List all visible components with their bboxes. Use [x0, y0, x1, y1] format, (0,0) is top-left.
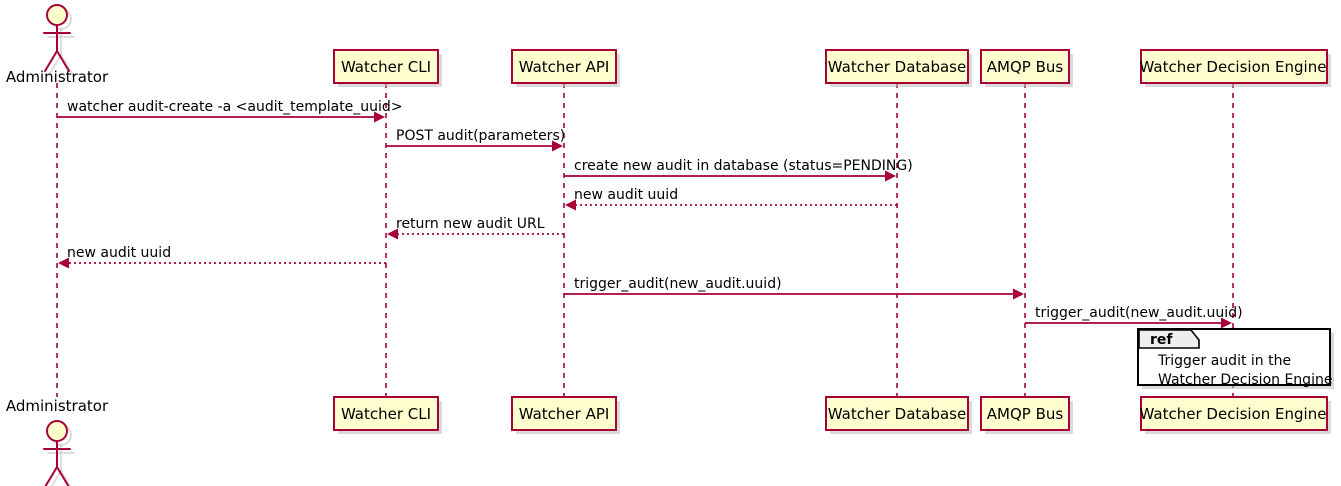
message-msg-7[interactable]: trigger_audit(new_audit.uuid) [564, 276, 1024, 300]
message-label: trigger_audit(new_audit.uuid) [1035, 305, 1243, 321]
participant-watcher-decision-engine-bottom[interactable]: Watcher Decision Engine [1140, 396, 1331, 434]
participant-watcher-database-bottom[interactable]: Watcher Database [825, 396, 972, 434]
actor-label: Administrator [6, 68, 109, 86]
participant-label: Watcher API [519, 405, 610, 423]
participant-box[interactable] [511, 396, 617, 431]
message-arrowhead [374, 111, 385, 123]
message-msg-3[interactable]: create new audit in database (status=PEN… [564, 158, 913, 182]
message-msg-2[interactable]: POST audit(parameters) [386, 128, 565, 152]
ref-body-line: Trigger audit in the [1157, 353, 1291, 369]
message-label: create new audit in database (status=PEN… [574, 158, 913, 174]
participant-box[interactable] [980, 396, 1070, 431]
participant-label: Watcher Decision Engine [1140, 405, 1327, 423]
participant-box[interactable] [1140, 49, 1328, 84]
participant-label: AMQP Bus [987, 58, 1064, 76]
participant-amqp-bus-bottom[interactable]: AMQP Bus [980, 396, 1073, 434]
lifelines-layer [56, 83, 1234, 397]
message-label: return new audit URL [396, 216, 545, 232]
message-arrowhead [1221, 317, 1232, 329]
actor-administrator-top[interactable]: Administrator [6, 4, 109, 86]
participant-amqp-bus-top[interactable]: AMQP Bus [980, 49, 1073, 87]
message-msg-1[interactable]: watcher audit-create -a <audit_template_… [57, 99, 403, 123]
participant-box[interactable] [1140, 396, 1328, 431]
participant-box[interactable] [333, 49, 439, 84]
ref-body-line: Watcher Decision Engine [1158, 372, 1332, 388]
message-arrowhead [1013, 288, 1024, 300]
participant-label: Watcher CLI [341, 405, 431, 423]
message-label: trigger_audit(new_audit.uuid) [574, 276, 782, 292]
message-arrowhead [387, 228, 398, 240]
message-label: watcher audit-create -a <audit_template_… [67, 99, 403, 115]
participant-box[interactable] [825, 396, 969, 431]
actor-label: Administrator [6, 397, 109, 415]
message-msg-6[interactable]: new audit uuid [58, 245, 386, 269]
ref-tab [1138, 329, 1200, 349]
participant-watcher-api-top[interactable]: Watcher API [511, 49, 620, 87]
participant-watcher-api-bottom[interactable]: Watcher API [511, 396, 620, 434]
participant-label: Watcher Database [828, 58, 966, 76]
actor-figure-icon [43, 4, 71, 72]
participant-label: Watcher CLI [341, 58, 431, 76]
message-label: POST audit(parameters) [396, 128, 565, 144]
participant-box[interactable] [980, 49, 1070, 84]
actor-figure-icon [43, 420, 71, 486]
message-label: new audit uuid [67, 245, 171, 261]
participant-label: Watcher API [519, 58, 610, 76]
actor-administrator-bottom[interactable]: Administrator [6, 397, 109, 486]
participant-box[interactable] [333, 396, 439, 431]
participant-box[interactable] [825, 49, 969, 84]
message-msg-4[interactable]: new audit uuid [565, 187, 897, 211]
message-arrowhead [885, 170, 896, 182]
message-msg-5[interactable]: return new audit URL [387, 216, 564, 240]
messages-layer: watcher audit-create -a <audit_template_… [57, 99, 1243, 329]
participant-label: AMQP Bus [987, 405, 1064, 423]
ref-keyword-label: ref [1150, 332, 1173, 348]
participant-watcher-decision-engine-top[interactable]: Watcher Decision Engine [1140, 49, 1331, 87]
participant-box[interactable] [511, 49, 617, 84]
participant-watcher-cli-top[interactable]: Watcher CLI [333, 49, 442, 87]
message-label: new audit uuid [574, 187, 678, 203]
participant-label: Watcher Decision Engine [1140, 58, 1327, 76]
participant-label: Watcher Database [828, 405, 966, 423]
message-arrowhead [58, 257, 69, 269]
message-arrowhead [552, 140, 563, 152]
participant-watcher-cli-bottom[interactable]: Watcher CLI [333, 396, 442, 434]
participant-watcher-database-top[interactable]: Watcher Database [825, 49, 972, 87]
message-msg-8[interactable]: trigger_audit(new_audit.uuid) [1025, 305, 1243, 329]
message-arrowhead [565, 199, 576, 211]
